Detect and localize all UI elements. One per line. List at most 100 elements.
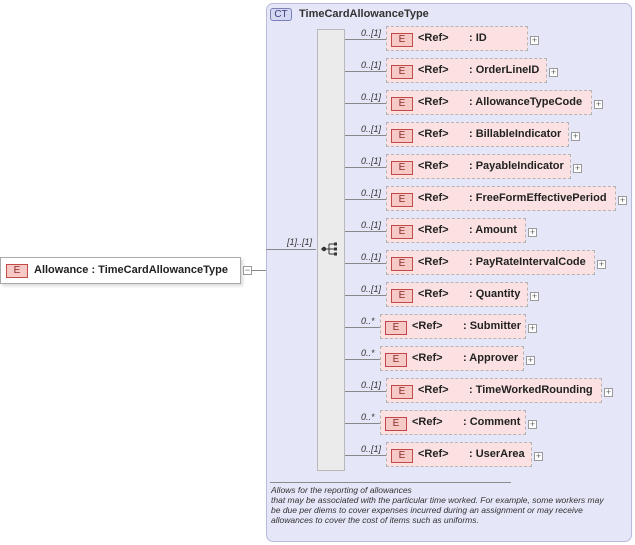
ref-label: <Ref> bbox=[418, 448, 449, 460]
child-element-submitter[interactable]: E <Ref> : Submitter bbox=[380, 314, 526, 339]
child-element-name: : OrderLineID bbox=[469, 64, 540, 76]
child-element-name: : PayRateIntervalCode bbox=[469, 256, 586, 268]
connector-line bbox=[345, 71, 386, 72]
child-element-payableindicator[interactable]: E <Ref> : PayableIndicator bbox=[386, 154, 571, 179]
ref-label: <Ref> bbox=[418, 384, 449, 396]
child-element-name: : Approver bbox=[463, 352, 519, 364]
child-element-amount[interactable]: E <Ref> : Amount bbox=[386, 218, 526, 243]
child-multiplicity: 0..[1] bbox=[361, 444, 382, 454]
documentation-separator bbox=[270, 482, 511, 483]
element-icon: E bbox=[391, 129, 413, 143]
connector-line bbox=[345, 103, 386, 104]
child-element-freeformeffectiveperiod[interactable]: E <Ref> : FreeFormEffectivePeriod bbox=[386, 186, 616, 211]
child-element-payrateintervalcode[interactable]: E <Ref> : PayRateIntervalCode bbox=[386, 250, 595, 275]
expand-icon[interactable]: + bbox=[530, 291, 539, 301]
child-element-id[interactable]: E <Ref> : ID bbox=[386, 26, 528, 51]
expand-icon[interactable]: + bbox=[549, 67, 558, 77]
child-element-name: : FreeFormEffectivePeriod bbox=[469, 192, 607, 204]
ref-label: <Ref> bbox=[418, 288, 449, 300]
child-element-allowancetypecode[interactable]: E <Ref> : AllowanceTypeCode bbox=[386, 90, 592, 115]
element-icon: E bbox=[391, 65, 413, 79]
expand-icon[interactable]: + bbox=[571, 131, 580, 141]
expand-icon[interactable]: + bbox=[594, 99, 603, 109]
root-element-allowance[interactable]: E Allowance : TimeCardAllowanceType bbox=[0, 257, 241, 284]
child-element-name: : ID bbox=[469, 32, 487, 44]
connector-line bbox=[345, 359, 380, 360]
element-icon: E bbox=[391, 33, 413, 47]
child-multiplicity: 0..[1] bbox=[361, 220, 382, 230]
child-element-orderlineid[interactable]: E <Ref> : OrderLineID bbox=[386, 58, 547, 83]
expand-icon[interactable]: + bbox=[526, 355, 535, 365]
element-icon: E bbox=[391, 289, 413, 303]
child-element-quantity[interactable]: E <Ref> : Quantity bbox=[386, 282, 528, 307]
connector-line bbox=[345, 327, 380, 328]
child-element-name: : Comment bbox=[463, 416, 521, 428]
child-multiplicity: 0..[1] bbox=[361, 188, 382, 198]
documentation-line: allowances to cover the cost of items su… bbox=[271, 515, 479, 525]
expand-icon[interactable]: + bbox=[573, 163, 582, 173]
child-element-billableindicator[interactable]: E <Ref> : BillableIndicator bbox=[386, 122, 569, 147]
element-icon: E bbox=[385, 321, 407, 335]
connector-line bbox=[345, 423, 380, 424]
connector-line bbox=[266, 249, 316, 250]
child-element-name: : BillableIndicator bbox=[469, 128, 562, 140]
element-icon: E bbox=[391, 225, 413, 239]
child-element-name: : Quantity bbox=[469, 288, 521, 300]
documentation-line: that may be associated with the particul… bbox=[271, 495, 604, 505]
child-element-approver[interactable]: E <Ref> : Approver bbox=[380, 346, 524, 371]
ref-label: <Ref> bbox=[412, 352, 443, 364]
child-element-name: : Submitter bbox=[463, 320, 522, 332]
child-element-userarea[interactable]: E <Ref> : UserArea bbox=[386, 442, 532, 467]
ref-label: <Ref> bbox=[418, 160, 449, 172]
child-multiplicity: 0..[1] bbox=[361, 28, 382, 38]
child-multiplicity: 0..[1] bbox=[361, 60, 382, 70]
child-element-timeworkedrounding[interactable]: E <Ref> : TimeWorkedRounding bbox=[386, 378, 602, 403]
element-icon: E bbox=[385, 417, 407, 431]
child-multiplicity: 0..* bbox=[361, 412, 375, 422]
ref-label: <Ref> bbox=[418, 192, 449, 204]
collapse-icon[interactable]: − bbox=[243, 265, 252, 275]
connector-line bbox=[345, 391, 386, 392]
ref-label: <Ref> bbox=[418, 96, 449, 108]
connector-line bbox=[345, 199, 386, 200]
expand-icon[interactable]: + bbox=[597, 259, 606, 269]
connector-line bbox=[345, 455, 386, 456]
element-icon: E bbox=[6, 264, 28, 278]
connector-line bbox=[345, 135, 386, 136]
connector-line bbox=[345, 167, 386, 168]
child-element-name: : AllowanceTypeCode bbox=[469, 96, 583, 108]
connector-line bbox=[345, 295, 386, 296]
child-element-name: : TimeWorkedRounding bbox=[469, 384, 593, 396]
complex-type-title: TimeCardAllowanceType bbox=[299, 8, 429, 20]
element-icon: E bbox=[391, 193, 413, 207]
sequence-icon bbox=[321, 242, 337, 256]
documentation-text: Allows for the reporting of allowances t… bbox=[271, 485, 626, 525]
child-multiplicity: 0..* bbox=[361, 348, 375, 358]
sequence-multiplicity: [1]..[1] bbox=[287, 237, 313, 247]
expand-icon[interactable]: + bbox=[618, 195, 627, 205]
child-multiplicity: 0..[1] bbox=[361, 284, 382, 294]
expand-icon[interactable]: + bbox=[528, 323, 537, 333]
sequence-bar bbox=[317, 29, 345, 471]
ref-label: <Ref> bbox=[418, 32, 449, 44]
connector-line bbox=[345, 263, 386, 264]
expand-icon[interactable]: + bbox=[528, 419, 537, 429]
child-element-name: : UserArea bbox=[469, 448, 525, 460]
ref-label: <Ref> bbox=[418, 128, 449, 140]
element-icon: E bbox=[385, 353, 407, 367]
documentation-line: Allows for the reporting of allowances bbox=[271, 485, 412, 495]
expand-icon[interactable]: + bbox=[528, 227, 537, 237]
expand-icon[interactable]: + bbox=[534, 451, 543, 461]
ref-label: <Ref> bbox=[418, 256, 449, 268]
element-icon: E bbox=[391, 257, 413, 271]
expand-icon[interactable]: + bbox=[604, 387, 613, 397]
child-multiplicity: 0..[1] bbox=[361, 92, 382, 102]
child-element-name: : Amount bbox=[469, 224, 517, 236]
child-element-name: : PayableIndicator bbox=[469, 160, 564, 172]
ref-label: <Ref> bbox=[418, 224, 449, 236]
ref-label: <Ref> bbox=[418, 64, 449, 76]
connector-line bbox=[345, 231, 386, 232]
expand-icon[interactable]: + bbox=[530, 35, 539, 45]
child-element-comment[interactable]: E <Ref> : Comment bbox=[380, 410, 526, 435]
child-multiplicity: 0..[1] bbox=[361, 124, 382, 134]
